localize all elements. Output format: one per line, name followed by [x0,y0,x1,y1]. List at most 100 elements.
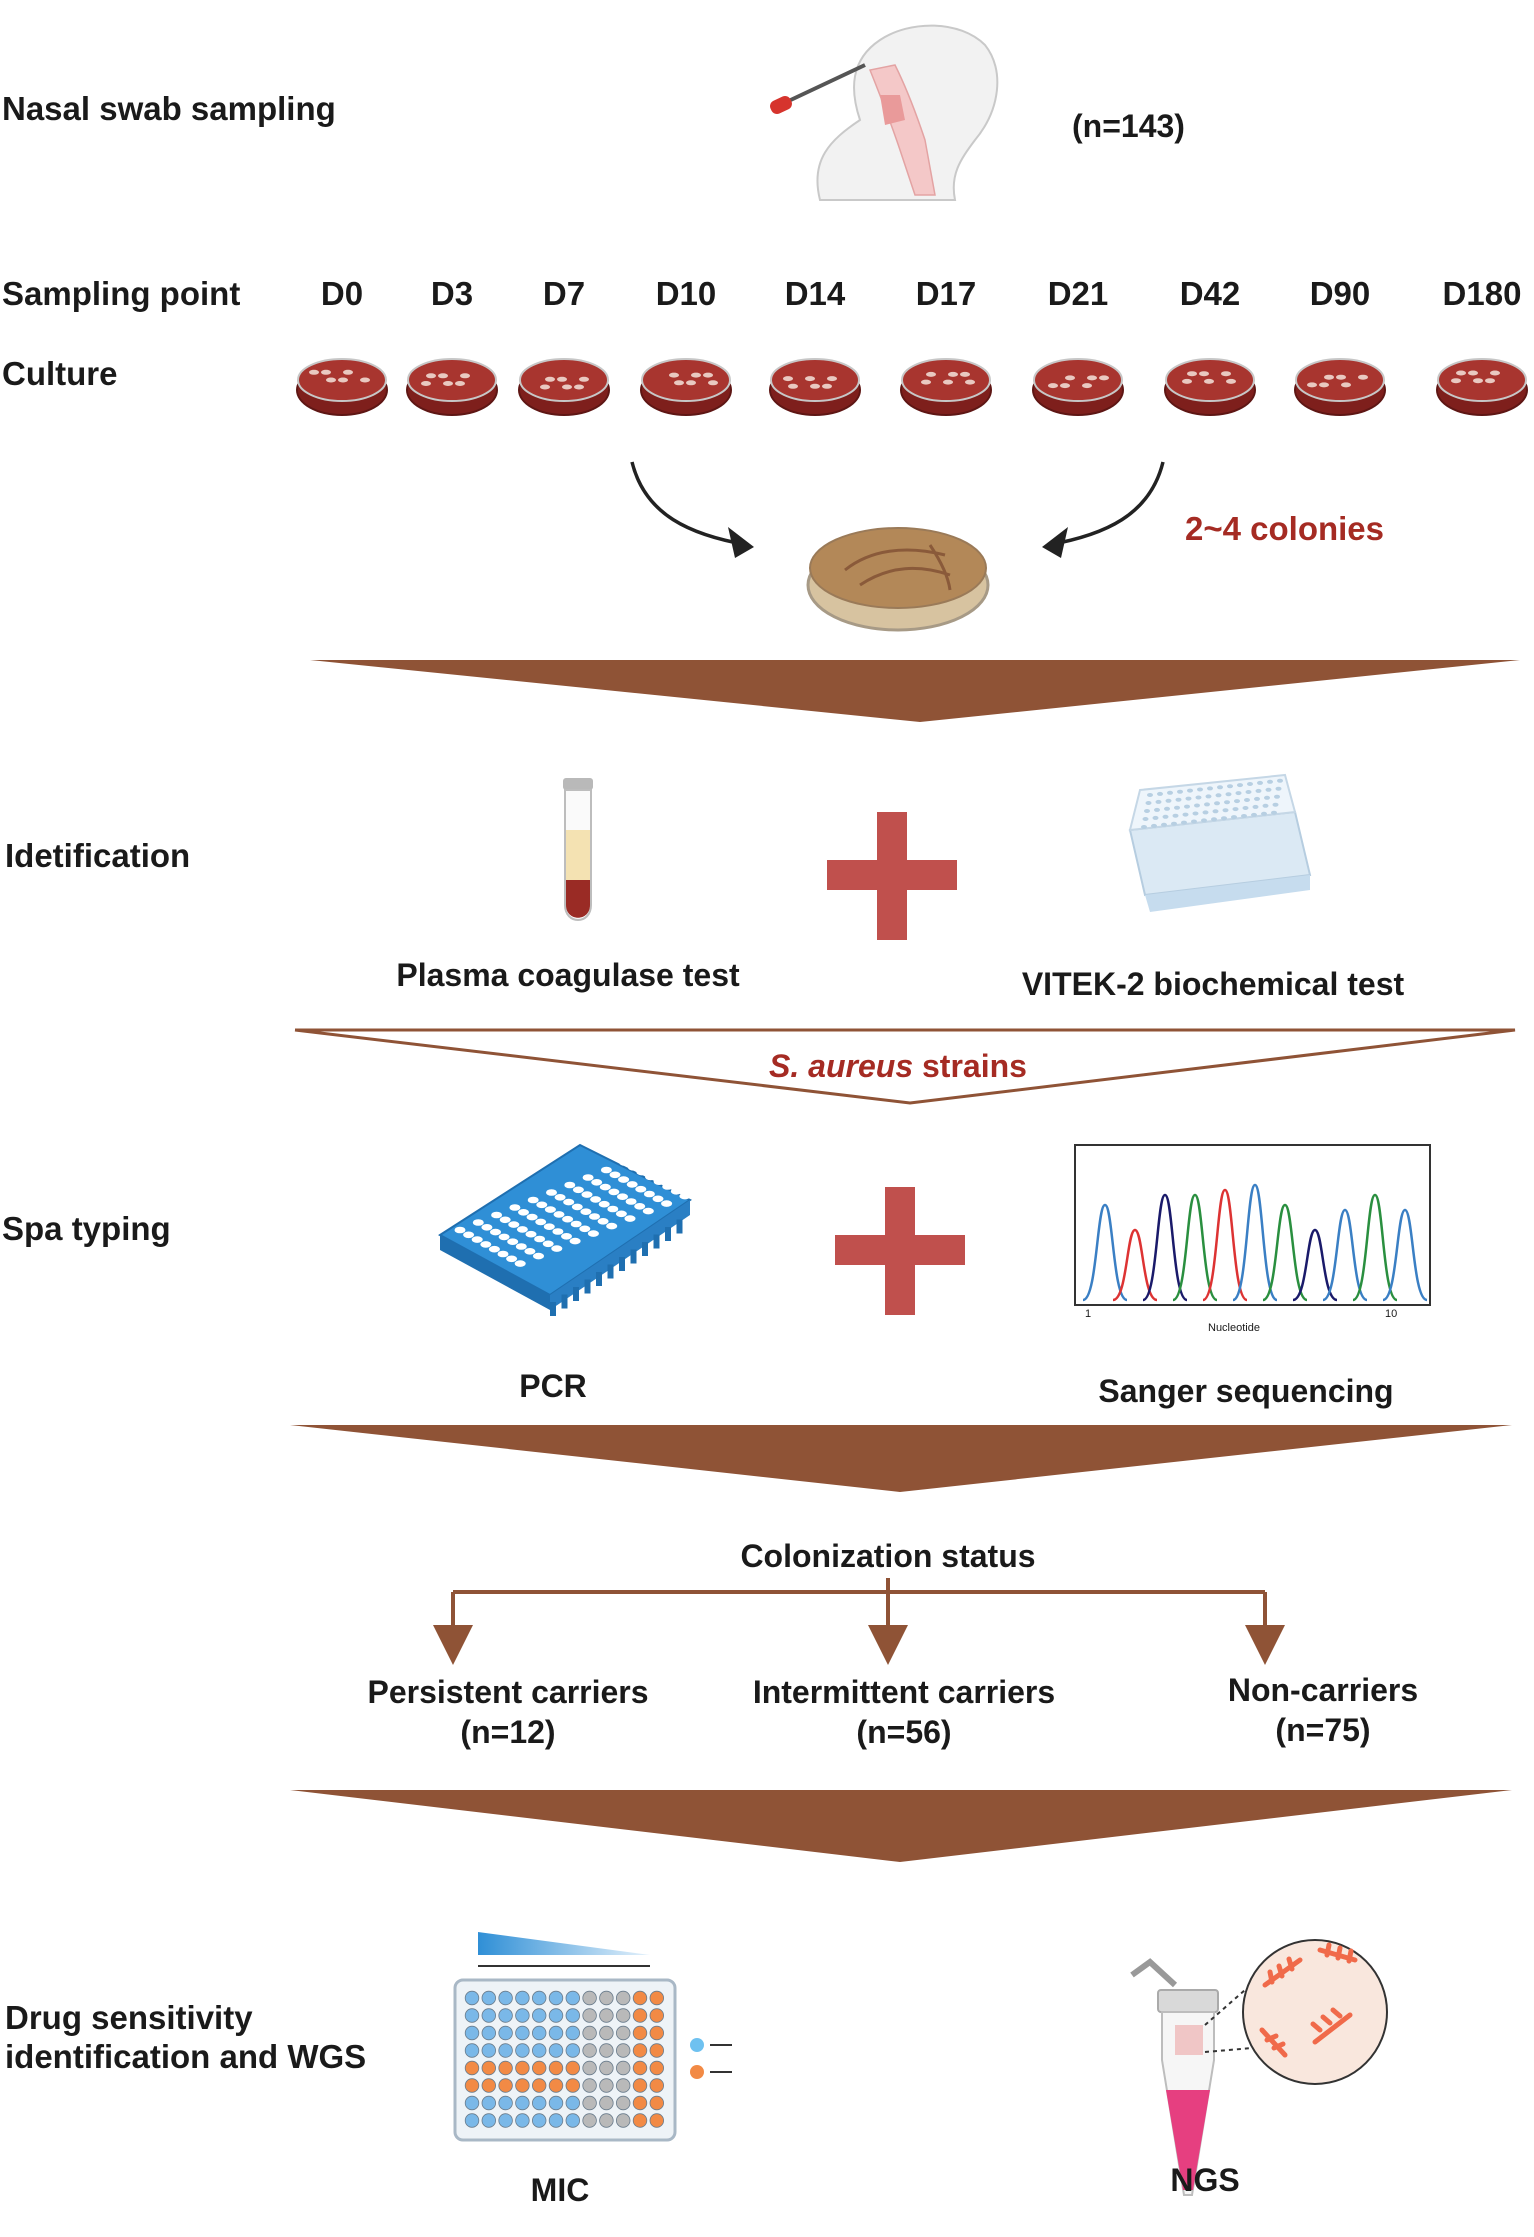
strains-label: S. aureus strains [769,1048,1027,1085]
pcr-well [569,1237,581,1245]
mic-well [616,2008,631,2023]
vitek-well [1245,790,1252,794]
pcr-well [646,1156,658,1164]
pcr-well [571,1203,583,1211]
pcr-well [480,1241,492,1248]
mic-well [582,2078,597,2093]
mic-well [515,2043,530,2058]
chromatogram-peak [1292,1228,1338,1302]
pcr-well [570,1220,582,1228]
pcr-well [664,1149,676,1156]
mic-well [565,2060,581,2076]
vitek-well [1172,813,1179,818]
pcr-well [542,1240,554,1248]
mic-well [464,2060,480,2076]
vitek-well [1232,807,1239,812]
vitek-well [1274,794,1280,799]
mic-well [532,2060,547,2076]
mic-well [481,2043,497,2058]
sampling-day-label: D10 [655,275,717,312]
pcr-tube-tip [550,1302,556,1316]
drug-line-2: identification and WGS [5,2038,367,2075]
dna-fragments-zoom [1242,1939,1388,2085]
mic-well [632,2060,648,2076]
mic-well [481,2008,497,2023]
mic-well [649,2095,665,2111]
plus-icon-2 [835,1187,965,1315]
pcr-tube-tip [665,1227,671,1241]
vitek-well [1227,784,1233,789]
pcr-well [608,1188,620,1196]
pcr-wells [454,1144,727,1316]
mic-well [548,2025,564,2041]
pcr-well [536,1201,548,1209]
vitek-well [1151,823,1157,828]
pcr-well [590,1196,602,1203]
vitek-well [1235,791,1242,796]
sampling-day-label: D180 [1442,275,1522,312]
pcr-well [599,1183,611,1191]
vitek-well [1152,815,1159,820]
vitek-well [1267,779,1273,784]
pcr-well [617,1193,628,1200]
vitek-wells [1141,778,1283,829]
vitek-well [1275,786,1282,791]
pcr-well [670,1188,682,1195]
vitek-well [1251,812,1257,817]
chromatogram-peak [1322,1208,1368,1302]
pcr-well [552,1228,564,1235]
mic-well [565,2025,581,2041]
culture-plate [1436,358,1528,416]
mic-well [565,1990,581,2006]
pcr-well [626,1181,638,1188]
mic-well [649,2078,665,2093]
chromatogram-peak [1112,1228,1158,1302]
sampling-day-label: D7 [542,275,586,312]
mic-well [515,2078,530,2093]
vitek-test-label: VITEK-2 biochemical test [1021,966,1405,1002]
pcr-well [535,1218,547,1226]
mic-well [616,2060,631,2076]
mic-well [649,2008,665,2023]
culture-plate [406,358,498,416]
vitek-well [1155,799,1162,804]
pcr-well [534,1235,546,1243]
mic-well [616,2078,631,2093]
mic-well [632,2043,648,2058]
pcr-well [472,1219,484,1226]
vitek-well [1187,788,1193,793]
vitek-well [1212,809,1219,814]
pcr-well [525,1230,537,1238]
pcr-well [673,1153,684,1161]
pcr-tube-tip [676,1219,683,1234]
mic-well [582,2008,597,2023]
mic-well [649,2043,665,2058]
vitek-well [1174,805,1180,810]
mic-well [498,1990,513,2006]
mic-well [464,2095,480,2111]
colonization-tree [433,1578,1285,1665]
mic-well [464,1990,480,2006]
vitek-well [1244,798,1250,802]
mic-well [532,2043,547,2058]
mic-well [599,2095,614,2111]
pcr-well [551,1245,563,1252]
funnel-outline-2 [294,1028,1516,1105]
vitek-well [1204,802,1210,807]
right-curved-arrow [1047,461,1165,547]
row-label-culture: Culture [2,355,118,392]
pcr-well [488,1245,500,1253]
pcr-well [563,1198,575,1206]
mic-well [632,2078,648,2093]
pcr-well [645,1173,656,1181]
culture-plate [1032,358,1124,416]
chromatogram-peak [1232,1183,1278,1302]
zoom-line-1 [1204,2044,1289,2053]
mic-well [481,2078,497,2093]
culture-plate [518,358,610,416]
mic-well [632,2113,648,2128]
pcr-well [527,1196,539,1204]
mic-well [464,2008,480,2023]
